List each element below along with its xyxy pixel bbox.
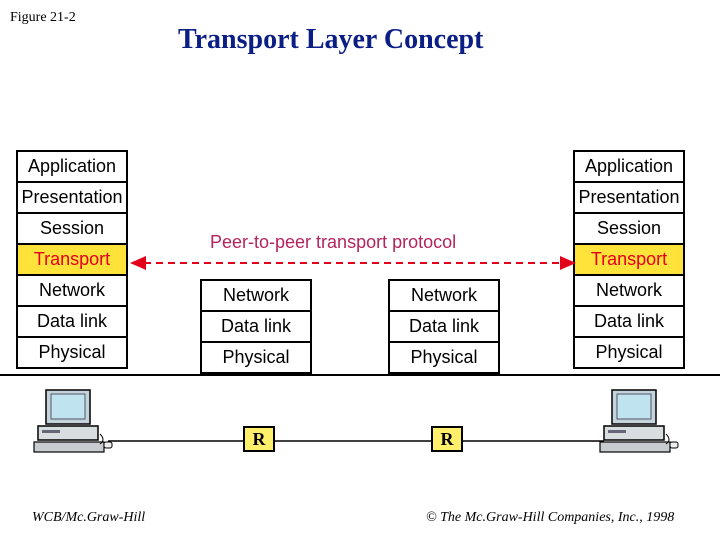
figure-label: Figure 21-2 — [10, 10, 76, 25]
computer-icon — [599, 389, 679, 453]
router-label: R — [440, 428, 454, 449]
layer-network: Network — [388, 279, 500, 312]
router-icon: R — [243, 426, 275, 452]
footer-publisher: WCB/Mc.Graw-Hill — [32, 510, 146, 525]
left-host-stack: Application Presentation Session Transpo… — [16, 150, 128, 369]
layer-physical: Physical — [200, 341, 312, 374]
router-1-stack: Network Data link Physical — [200, 279, 312, 374]
layer-network: Network — [573, 274, 685, 307]
arrow-icon — [130, 256, 576, 270]
layer-data-link: Data link — [573, 305, 685, 338]
footer-copyright: © The Mc.Graw-Hill Companies, Inc., 1998 — [426, 510, 674, 526]
router-icon: R — [431, 426, 463, 452]
layer-physical: Physical — [388, 341, 500, 374]
copyright-text: The Mc.Graw-Hill Companies, Inc., 1998 — [440, 510, 675, 525]
right-host-stack: Application Presentation Session Transpo… — [573, 150, 685, 369]
layer-presentation: Presentation — [573, 181, 685, 214]
layer-physical: Physical — [573, 336, 685, 369]
layer-presentation: Presentation — [16, 181, 128, 214]
layer-session: Session — [16, 212, 128, 245]
protocol-label: Peer-to-peer transport protocol — [210, 232, 457, 252]
page-title: Transport Layer Concept — [178, 24, 484, 55]
computer-icon — [33, 389, 113, 453]
router-2-stack: Network Data link Physical — [388, 279, 500, 374]
layer-session: Session — [573, 212, 685, 245]
layer-data-link: Data link — [16, 305, 128, 338]
copyright-symbol: © — [426, 510, 437, 525]
router-label: R — [252, 428, 266, 449]
layer-physical: Physical — [16, 336, 128, 369]
